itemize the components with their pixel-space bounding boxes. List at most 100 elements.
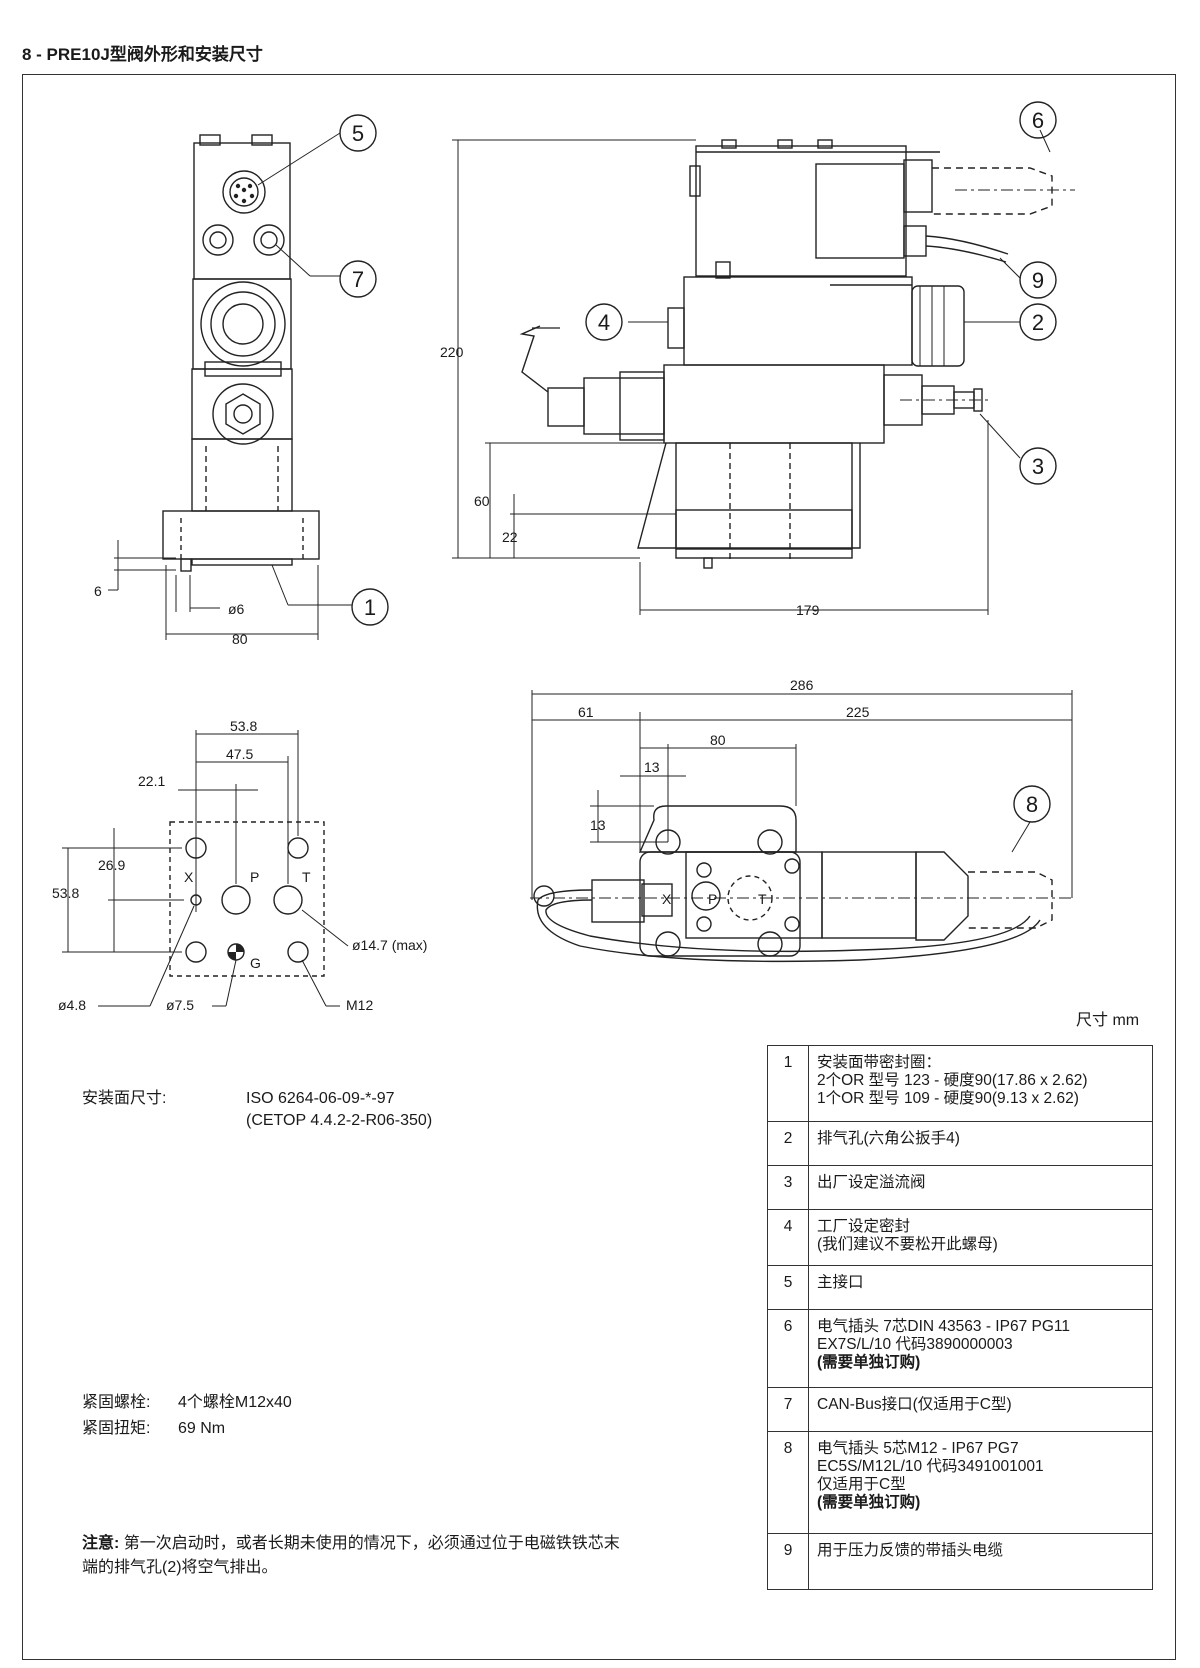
legend-line: 安装面带密封圈： <box>817 1054 942 1071</box>
dim-top-61: 61 <box>578 704 594 720</box>
bolts-value: 4个螺栓M12x40 <box>178 1394 292 1411</box>
callout-7-label: 7 <box>352 267 364 292</box>
legend-description: 用于压力反馈的带插头电缆 <box>808 1533 1153 1590</box>
port-p-label: P <box>250 869 259 885</box>
dim-mount-m12: M12 <box>346 997 373 1013</box>
dim-mount-22-1: 22.1 <box>138 773 165 789</box>
port-g-label: G <box>250 955 261 971</box>
legend-line: 用于压力反馈的带插头电缆 <box>817 1542 1004 1559</box>
page-title: 8 - PRE10J型阀外形和安装尺寸 <box>22 45 263 64</box>
legend-line: (我们建议不要松开此螺母) <box>817 1236 998 1253</box>
mounting-value-2: (CETOP 4.4.2-2-R06-350) <box>246 1112 433 1129</box>
callout-6 <box>1019 101 1057 139</box>
callout-numbers: 5 7 1 6 9 4 2 3 8 <box>352 108 1044 817</box>
callout-4-label: 4 <box>598 310 610 335</box>
mounting-value-1: ISO 6264-06-09-*-97 <box>246 1090 395 1107</box>
dim-front-dia6: ø6 <box>228 601 245 617</box>
dim-mount-47-5: 47.5 <box>226 746 253 762</box>
top-view <box>530 690 1073 963</box>
callout-2-label: 2 <box>1032 310 1044 335</box>
dim-mount-53-8-v: 53.8 <box>52 885 79 901</box>
dim-mount-26-9: 26.9 <box>98 857 125 873</box>
legend-order-note: (需要单独订购) <box>817 1494 921 1511</box>
dim-side-179: 179 <box>796 602 820 618</box>
legend-line: 主接口 <box>817 1274 864 1291</box>
dim-top-225: 225 <box>846 704 870 720</box>
legend-line: 2个OR 型号 123 - 硬度90(17.86 x 2.62) <box>817 1072 1088 1089</box>
legend-row: 9 用于压力反馈的带插头电缆 <box>767 1533 1153 1590</box>
legend-description: CAN-Bus接口(仅适用于C型) <box>808 1387 1153 1432</box>
side-view <box>452 129 1075 615</box>
drawing-frame <box>22 74 1176 1660</box>
front-view <box>108 132 352 640</box>
legend-description: 工厂设定密封(我们建议不要松开此螺母) <box>808 1209 1153 1266</box>
legend-description: 排气孔(六角公扳手4) <box>808 1121 1153 1166</box>
legend-row: 3 出厂设定溢流阀 <box>767 1165 1153 1210</box>
legend-number: 2 <box>767 1121 809 1166</box>
top-port-x-label: X <box>662 891 672 907</box>
legend-line: CAN-Bus接口(仅适用于C型) <box>817 1396 1012 1413</box>
callout-2 <box>1019 303 1057 341</box>
legend-number: 8 <box>767 1431 809 1534</box>
mounting-label: 安装面尺寸: <box>82 1090 167 1107</box>
legend-line: 排气孔(六角公扳手4) <box>817 1130 960 1147</box>
legend-number: 9 <box>767 1533 809 1590</box>
dim-mount-53-8-h: 53.8 <box>230 718 257 734</box>
legend-line: 电气插头 5芯M12 - IP67 PG7 <box>817 1440 1019 1457</box>
top-port-t-label: T <box>758 891 767 907</box>
port-x-label: X <box>184 869 194 885</box>
dim-top-13-h: 13 <box>644 759 660 775</box>
callout-9 <box>1019 261 1057 299</box>
dim-mount-dia4-8: ø4.8 <box>58 997 86 1013</box>
dim-top-286: 286 <box>790 677 814 693</box>
legend-line: 1个OR 型号 109 - 硬度90(9.13 x 2.62) <box>817 1090 1079 1107</box>
legend-description: 安装面带密封圈：2个OR 型号 123 - 硬度90(17.86 x 2.62)… <box>808 1045 1153 1122</box>
bolts-label: 紧固螺栓: <box>82 1394 151 1411</box>
callout-5 <box>339 114 377 152</box>
torque-value: 69 Nm <box>178 1420 226 1437</box>
dim-mount-dia14-7: ø14.7 (max) <box>352 937 427 953</box>
callout-7 <box>339 260 377 298</box>
callout-bubbles <box>339 101 1057 823</box>
legend-line: EX7S/L/10 代码3890000003 <box>817 1336 1013 1353</box>
callout-1-label: 1 <box>364 595 376 620</box>
legend-number: 5 <box>767 1265 809 1310</box>
callout-9-label: 9 <box>1032 268 1044 293</box>
callout-6-label: 6 <box>1032 108 1044 133</box>
legend-line: 电气插头 7芯DIN 43563 - IP67 PG11 <box>817 1318 1070 1335</box>
port-t-label: T <box>302 869 311 885</box>
legend-number: 3 <box>767 1165 809 1210</box>
legend-line: EC5S/M12L/10 代码3491001001 <box>817 1458 1044 1475</box>
torque-label: 紧固扭矩: <box>82 1420 151 1437</box>
callout-5-label: 5 <box>352 121 364 146</box>
legend-line: 工厂设定密封 <box>817 1218 911 1235</box>
dim-front-6: 6 <box>94 583 102 599</box>
callout-8-label: 8 <box>1026 792 1038 817</box>
dim-top-13-v: 13 <box>590 817 606 833</box>
legend-line: 出厂设定溢流阀 <box>817 1174 926 1191</box>
note-text: 第一次启动时，或者长期未使用的情况下，必须通过位于电磁铁铁芯末端的排气孔(2)将… <box>82 1535 620 1576</box>
legend-number: 4 <box>767 1209 809 1266</box>
legend-description: 出厂设定溢流阀 <box>808 1165 1153 1210</box>
callout-8 <box>1013 785 1051 823</box>
legend-number: 6 <box>767 1309 809 1388</box>
legend-description: 主接口 <box>808 1265 1153 1310</box>
callout-3-label: 3 <box>1032 454 1044 479</box>
mounting-surface-view <box>62 730 349 1007</box>
legend-line: 仅适用于C型 <box>817 1476 906 1493</box>
callout-1 <box>351 588 389 626</box>
dim-side-220: 220 <box>440 344 464 360</box>
callout-3 <box>1019 447 1057 485</box>
dim-front-80: 80 <box>232 631 248 647</box>
main-connector-symbol <box>222 170 266 214</box>
dim-top-80: 80 <box>710 732 726 748</box>
